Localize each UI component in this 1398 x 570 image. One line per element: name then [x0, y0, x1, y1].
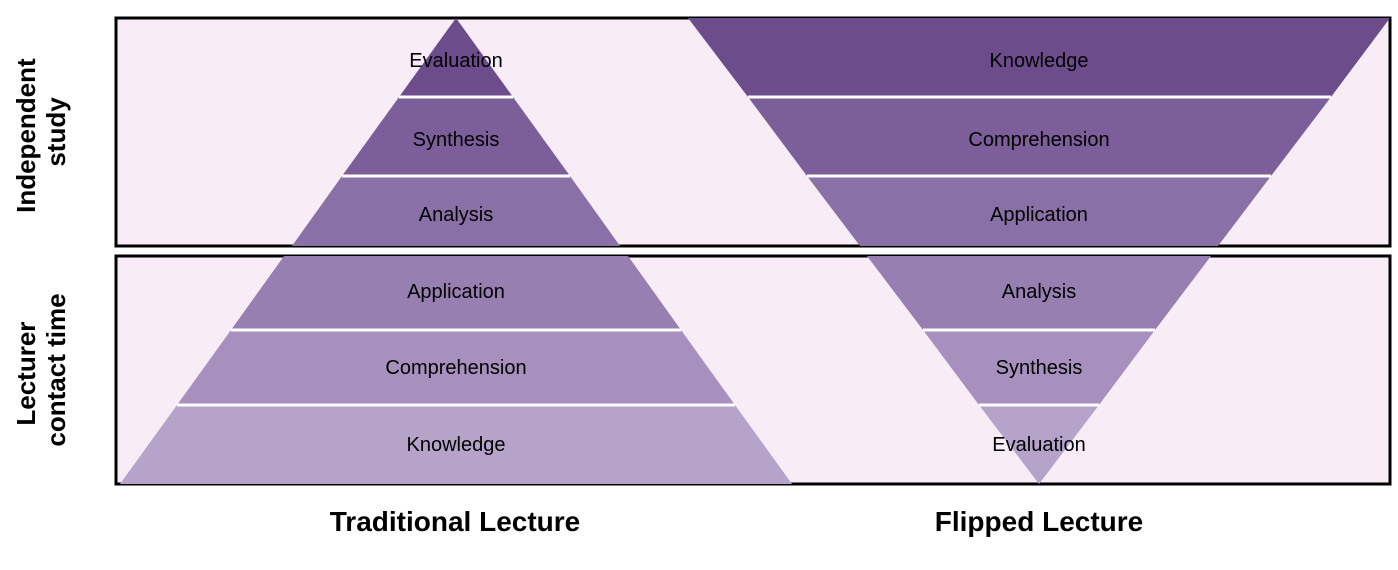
traditional-segment-comprehension	[177, 330, 735, 405]
traditional-label-analysis: Analysis	[419, 204, 493, 226]
flipped-label-comprehension: Comprehension	[968, 129, 1109, 151]
traditional-label-application: Application	[407, 281, 505, 303]
flipped-label-application: Application	[990, 204, 1088, 226]
traditional-lecture-title: Traditional Lecture	[330, 506, 581, 537]
flipped-segment-application	[807, 176, 1271, 246]
row-label-independent-study: Independent study	[11, 51, 71, 213]
traditional-segment-knowledge	[120, 405, 792, 484]
traditional-label-evaluation: Evaluation	[409, 50, 502, 72]
flipped-segment-comprehension	[748, 97, 1331, 176]
flipped-segment-analysis	[867, 256, 1211, 330]
traditional-segment-application	[231, 256, 681, 330]
traditional-label-knowledge: Knowledge	[407, 434, 506, 456]
flipped-segment-knowledge	[688, 18, 1390, 97]
flipped-lecture-title: Flipped Lecture	[935, 506, 1143, 537]
flipped-label-knowledge: Knowledge	[990, 50, 1089, 72]
traditional-label-synthesis: Synthesis	[413, 129, 500, 151]
traditional-segment-synthesis	[342, 97, 570, 176]
flipped-segment-synthesis	[923, 330, 1155, 405]
flipped-segment-evaluation	[979, 405, 1099, 484]
flipped-label-evaluation: Evaluation	[992, 434, 1085, 456]
flipped-label-synthesis: Synthesis	[996, 357, 1083, 379]
row-label-lecturer-contact-time: Lecturer contact time	[11, 293, 71, 446]
traditional-label-comprehension: Comprehension	[385, 357, 526, 379]
row-label-line: study	[41, 97, 71, 167]
flipped-label-analysis: Analysis	[1002, 281, 1076, 303]
row-label-line: Lecturer	[11, 322, 41, 426]
traditional-segment-analysis	[292, 176, 620, 246]
traditional-segment-evaluation	[399, 18, 513, 97]
row-label-line: Independent	[11, 58, 41, 213]
row-label-line: contact time	[41, 293, 71, 446]
